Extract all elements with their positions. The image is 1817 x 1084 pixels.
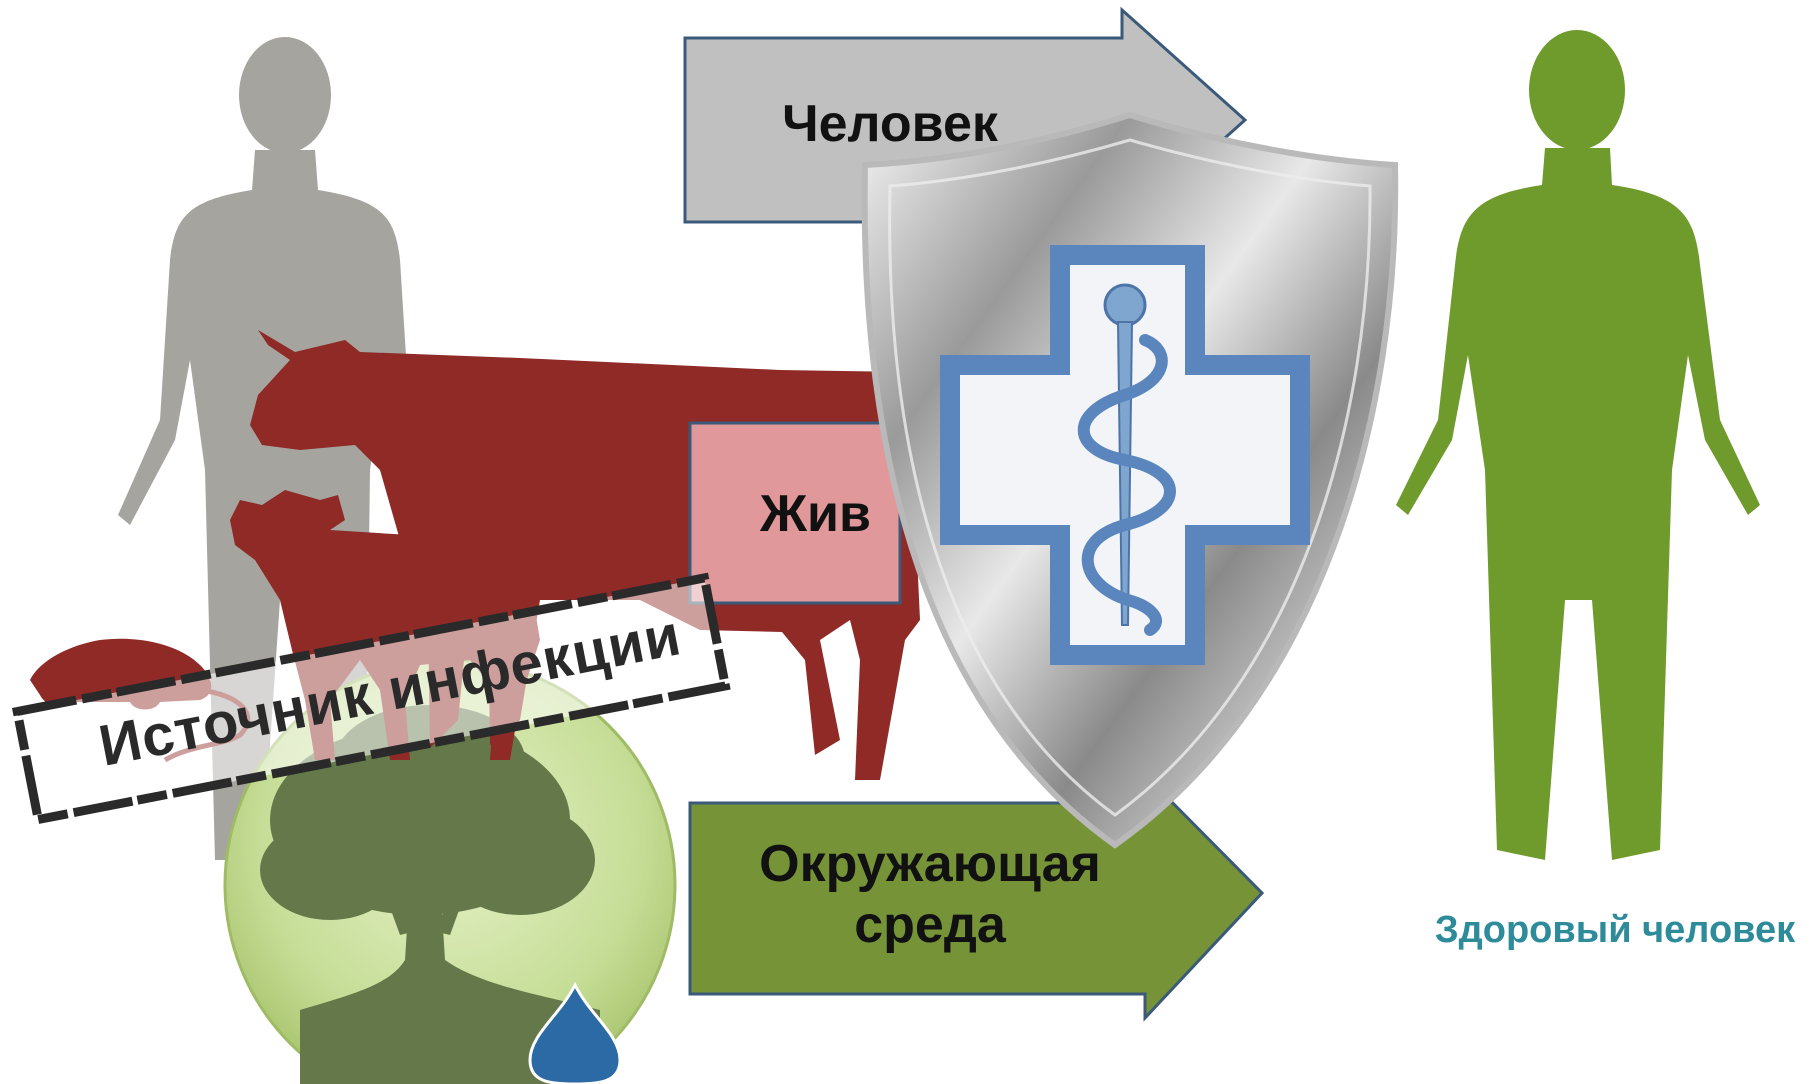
human-arrow-label: Человек (782, 95, 998, 154)
caduceus-icon (1077, 283, 1176, 636)
healthy-person-caption: Здоровый человек (1434, 908, 1796, 951)
animal-arrow-label: Жив (760, 485, 871, 544)
healthy-human-silhouette (1396, 30, 1760, 860)
water-drop-icon (528, 981, 622, 1084)
environment-arrow-label-line2: среда (854, 896, 1006, 954)
environment-arrow-label-line1: Окружающая (759, 834, 1101, 893)
animal-arrow (688, 421, 902, 605)
environment-arrow-label: Окружающая среда (700, 820, 1160, 970)
infection-source-stamp (11, 572, 731, 825)
